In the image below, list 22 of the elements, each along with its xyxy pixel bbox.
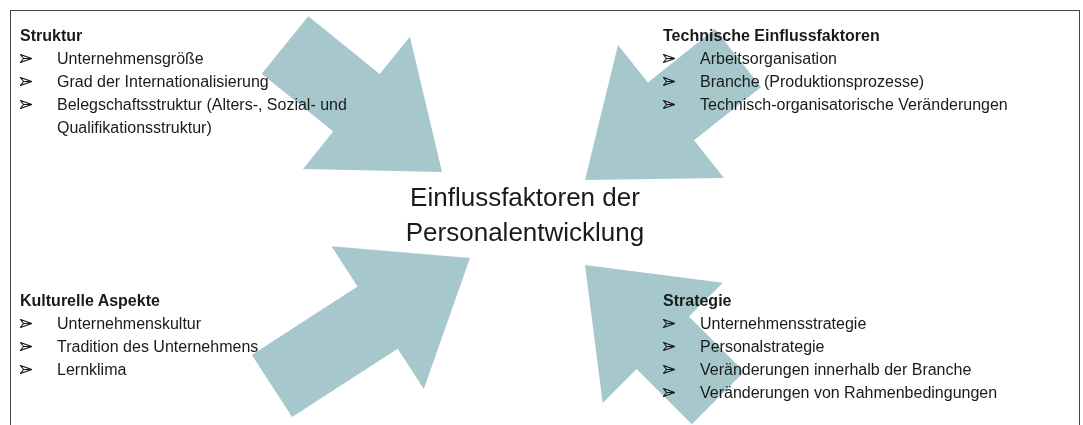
list-item: Grad der Internationalisierung xyxy=(57,72,269,92)
group-heading: Struktur xyxy=(20,26,84,46)
list-item: Unternehmensstrategie xyxy=(700,314,867,334)
block-arrow xyxy=(261,16,442,172)
list-item: Technisch-organisatorische Veränderungen xyxy=(700,95,1008,115)
list-item: Lernklima xyxy=(57,360,127,380)
block-arrow xyxy=(585,29,762,180)
center-title: Einflussfaktoren der Personalentwicklung xyxy=(404,181,646,249)
list-item: Unternehmenskultur xyxy=(57,314,202,334)
block-arrow xyxy=(251,246,470,418)
list-item: Veränderungen von Rahmenbedingungen xyxy=(700,383,998,403)
list-item: Arbeitsorganisation xyxy=(700,49,837,69)
list-item: Branche (Produktionsprozesse) xyxy=(700,72,925,92)
list-item: Unternehmensgröße xyxy=(57,49,204,69)
list-item: Personalstrategie xyxy=(700,337,825,357)
block-arrow xyxy=(585,265,745,425)
list-item: Belegschaftsstruktur (Alters-, Sozial- und Qualifikationsstruktur) xyxy=(57,95,348,138)
group-heading: Kulturelle Aspekte xyxy=(20,291,161,311)
list-item: Tradition des Unternehmens xyxy=(57,337,259,357)
group-heading: Technische Einflussfaktoren xyxy=(663,26,881,46)
list-item: Veränderungen innerhalb der Branche xyxy=(700,360,972,380)
group-heading: Strategie xyxy=(663,291,733,311)
